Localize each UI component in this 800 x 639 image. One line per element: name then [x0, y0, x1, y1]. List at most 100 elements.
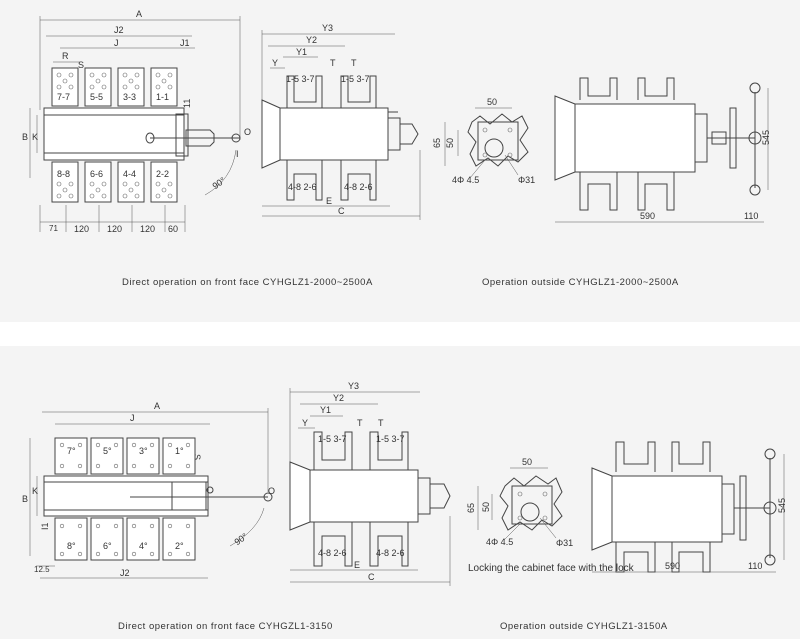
- caption-bottom-left: Direct operation on front face CYHGZL1-3…: [118, 621, 333, 632]
- lock-note: Locking the cabinet face with the lock: [468, 563, 635, 574]
- flange-dim-50-top-b: 50: [522, 457, 532, 467]
- dim-71-label: 71: [49, 224, 58, 233]
- flange-detail-top: 50 65 50 4Φ 4.5 Φ31: [432, 97, 535, 185]
- front-face-switch-top: A J2 J J1 R S 7-7 5-5 3-3 1-1: [22, 9, 251, 234]
- pole-label-2-2: 2-2: [156, 169, 169, 179]
- dim-11-label: 11: [182, 99, 192, 108]
- dim-t2-label-b: T: [378, 418, 384, 428]
- dim-e-label-b: E: [354, 560, 360, 570]
- terminal-top-1-b: 1-5 3-7: [318, 434, 347, 444]
- angle-label-b: 90°: [232, 531, 249, 547]
- side-view-bottom: Y3 Y2 Y1 Y T T 1-5 3-7 1-5 3-7 4-8 2-6 4…: [289, 381, 451, 586]
- dim-120c-label: 120: [140, 224, 155, 234]
- dim-s-label-b: S: [192, 454, 202, 460]
- terminal-bottom-1: 4-8 2-6: [288, 182, 317, 192]
- dim-c-label-b: C: [368, 572, 375, 582]
- pole-label-2-b: 2°: [175, 541, 184, 551]
- flange-dim-50-side: 50: [445, 138, 455, 148]
- pole-label-6-b: 6°: [103, 541, 112, 551]
- pole-label-8-8: 8-8: [57, 169, 70, 179]
- dim-r-label: R: [62, 51, 69, 61]
- terminal-top-2: 1-5 3-7: [341, 74, 370, 84]
- ext-dim-110-b: 110: [748, 561, 762, 571]
- dim-j-label-b: J: [130, 413, 135, 423]
- ext-dim-110: 110: [744, 211, 758, 221]
- dim-t1-label: T: [330, 58, 336, 68]
- dim-12-5-label: 12.5: [34, 565, 50, 574]
- dim-120b-label: 120: [107, 224, 122, 234]
- dim-y2-label: Y2: [306, 35, 317, 45]
- dim-e-label: E: [326, 196, 332, 206]
- flange-dim-50-side-b: 50: [481, 502, 491, 512]
- external-operation-bottom: 545 590 110: [591, 441, 787, 573]
- dim-t2-label: T: [351, 58, 357, 68]
- pole-label-4-b: 4°: [139, 541, 148, 551]
- dim-b-label: B: [22, 132, 28, 142]
- terminal-top-2-b: 1-5 3-7: [376, 434, 405, 444]
- caption-bottom-right: Operation outside CYHGLZ1-3150A: [500, 621, 668, 632]
- caption-top-right: Operation outside CYHGLZ1-2000~2500A: [482, 277, 679, 288]
- pole-label-5-5: 5-5: [90, 92, 103, 102]
- dim-k-label-b: K: [32, 486, 38, 496]
- pole-label-5-b: 5°: [103, 446, 112, 456]
- front-face-switch-bottom: A J S 7° 5° 3° 1° B K I1 O 90°: [22, 401, 275, 579]
- flange-dim-holes-b: 4Φ 4.5: [486, 537, 513, 547]
- terminal-bottom-2: 4-8 2-6: [344, 182, 373, 192]
- dim-a-label: A: [136, 9, 142, 19]
- dim-t1-label-b: T: [357, 418, 363, 428]
- pole-label-8-b: 8°: [67, 541, 76, 551]
- pole-label-4-4: 4-4: [123, 169, 136, 179]
- pole-label-7-7: 7-7: [57, 92, 70, 102]
- flange-dim-65-b: 65: [466, 503, 476, 513]
- dim-y1-label: Y1: [296, 47, 307, 57]
- dim-k-label: K: [32, 132, 38, 142]
- ext-dim-590: 590: [640, 211, 655, 221]
- pole-label-3-b: 3°: [139, 446, 148, 456]
- top-panel: A J2 J J1 R S 7-7 5-5 3-3 1-1: [0, 0, 800, 322]
- terminal-bottom-2-b: 4-8 2-6: [376, 548, 405, 558]
- dim-60-label: 60: [168, 224, 178, 234]
- dim-y2-label-b: Y2: [333, 393, 344, 403]
- dim-y-label: Y: [272, 58, 278, 68]
- pole-label-3-3: 3-3: [123, 92, 136, 102]
- pole-label-6-6: 6-6: [90, 169, 103, 179]
- dim-o-label-b: O: [268, 486, 275, 496]
- dim-y3-label-b: Y3: [348, 381, 359, 391]
- dim-y1-label-b: Y1: [320, 405, 331, 415]
- bottom-drawing: A J S 7° 5° 3° 1° B K I1 O 90°: [22, 381, 787, 632]
- side-view-top: Y3 Y2 Y1 Y T T 1-5 3-7 1-5 3-7 4-8 2-6 4…: [261, 23, 421, 220]
- dim-a-label-b: A: [154, 401, 160, 411]
- caption-top-left: Direct operation on front face CYHGLZ1-2…: [122, 277, 373, 288]
- dim-c-label: C: [338, 206, 345, 216]
- terminal-bottom-1-b: 4-8 2-6: [318, 548, 347, 558]
- flange-dim-diameter-b: Φ31: [556, 538, 573, 548]
- dim-j2-label: J2: [114, 25, 124, 35]
- bottom-panel: A J S 7° 5° 3° 1° B K I1 O 90°: [0, 346, 800, 639]
- dim-120a-label: 120: [74, 224, 89, 234]
- pole-label-7-b: 7°: [67, 446, 76, 456]
- ext-dim-590-b: 590: [665, 561, 680, 571]
- flange-detail-bottom: 50 65 50 4Φ 4.5 Φ31 Locking the cabinet …: [466, 457, 635, 574]
- dim-i1-label-b: I1: [40, 522, 50, 530]
- dim-o-label: O: [244, 127, 251, 137]
- dim-y-label-b: Y: [302, 418, 308, 428]
- ext-dim-545-b: 545: [777, 498, 787, 513]
- external-operation-top: 545 590 110: [554, 77, 771, 223]
- dim-j-label: J: [114, 38, 119, 48]
- terminal-top-1: 1-5 3-7: [286, 74, 315, 84]
- angle-label: 90°: [210, 175, 227, 191]
- dim-s-label: S: [78, 60, 84, 70]
- dim-j2-label-b: J2: [120, 568, 130, 578]
- dim-j1-label: J1: [180, 38, 190, 48]
- pole-label-1-1: 1-1: [156, 92, 169, 102]
- flange-dim-65: 65: [432, 138, 442, 148]
- flange-dim-diameter: Φ31: [518, 175, 535, 185]
- dim-y3-label: Y3: [322, 23, 333, 33]
- flange-dim-holes: 4Φ 4.5: [452, 175, 479, 185]
- flange-dim-50-top: 50: [487, 97, 497, 107]
- ext-dim-545: 545: [761, 130, 771, 145]
- dim-b-label-b: B: [22, 494, 28, 504]
- dim-i-label: I: [236, 149, 239, 159]
- top-drawing: A J2 J J1 R S 7-7 5-5 3-3 1-1: [22, 9, 771, 288]
- pole-label-1-b: 1°: [175, 446, 184, 456]
